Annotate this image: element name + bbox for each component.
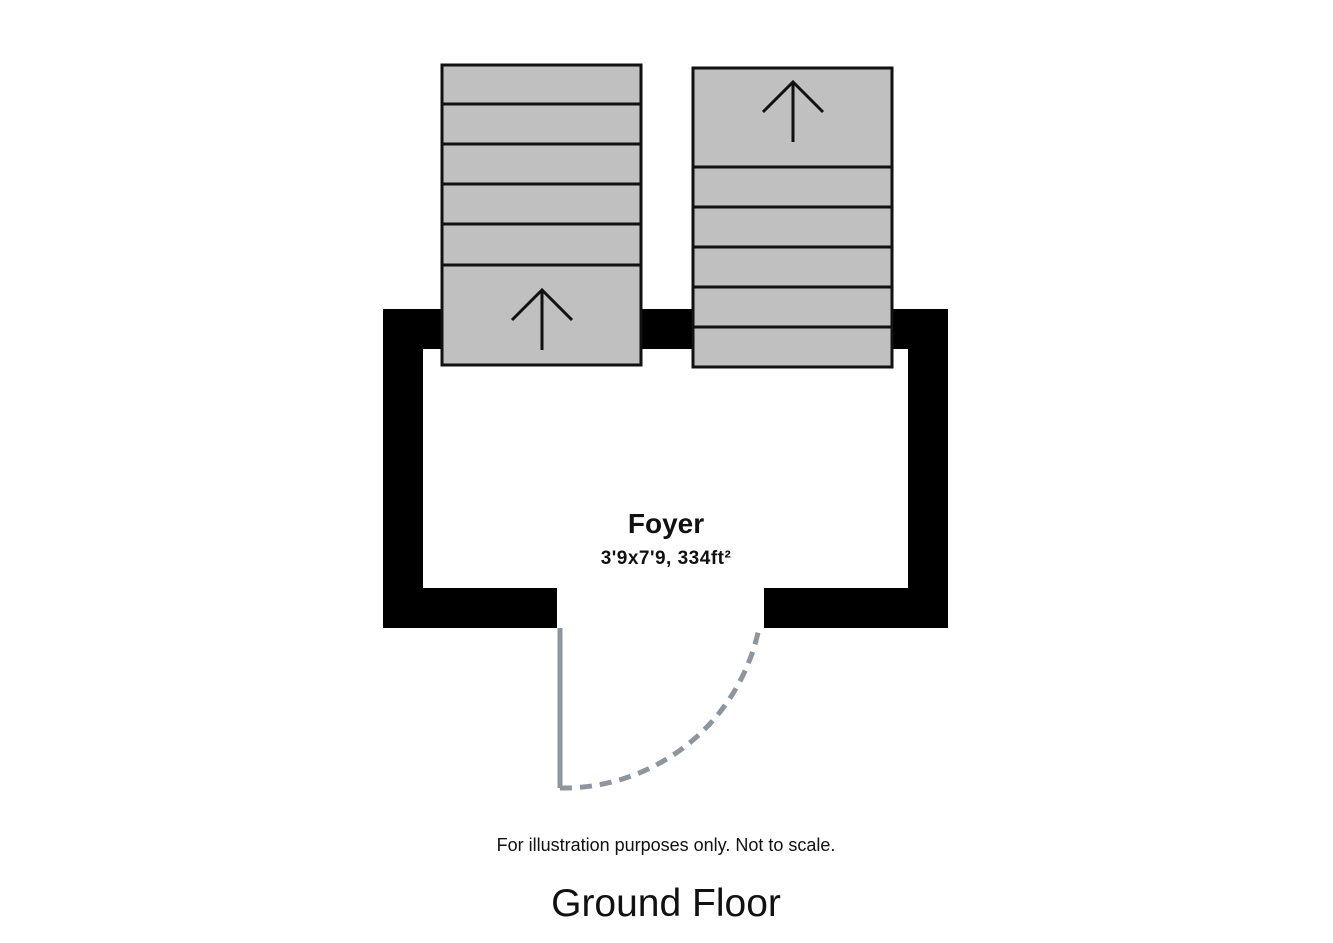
wall-right xyxy=(908,309,948,628)
walls xyxy=(383,309,948,628)
room-name: Foyer xyxy=(627,508,705,539)
wall-top-left xyxy=(383,309,443,349)
wall-left xyxy=(383,309,423,628)
disclaimer-text: For illustration purposes only. Not to s… xyxy=(496,835,836,855)
staircase-left xyxy=(440,63,643,367)
floor-title: Ground Floor xyxy=(551,882,781,925)
wall-bottom-right xyxy=(764,588,948,628)
door-swing-arc xyxy=(559,627,762,791)
room-dimensions: 3'9x7'9, 334ft² xyxy=(600,548,732,569)
wall-bottom-left xyxy=(383,588,557,628)
wall-top-right xyxy=(891,309,948,349)
wall-top-middle xyxy=(641,309,694,349)
arrow-up-icon xyxy=(761,79,825,142)
staircase-right xyxy=(691,66,894,369)
entrance-door xyxy=(557,627,762,791)
arrow-up-icon xyxy=(510,287,574,350)
